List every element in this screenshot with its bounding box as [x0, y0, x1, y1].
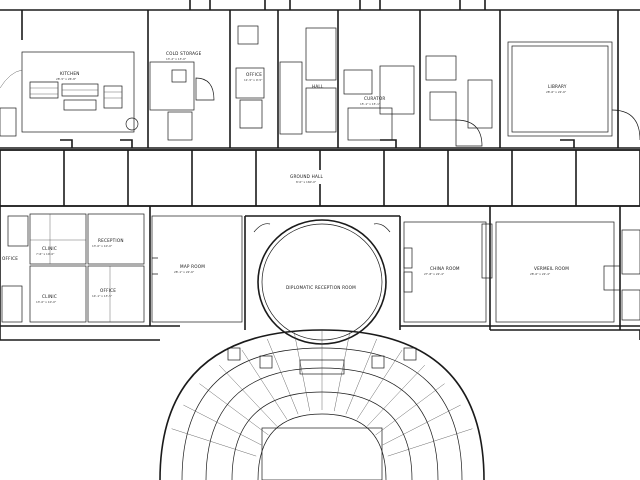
portico-spoke: [375, 383, 445, 436]
vermeil-room: VERMEIL ROOM 28'-6" x 22'-4": [481, 221, 621, 323]
cold-storage-dims: 13'-2" x 13'-0": [166, 57, 187, 61]
map-room-dims: 28'-1" x 22'-6": [174, 270, 195, 274]
curator-dims: 15'-1" x 15'-1": [360, 102, 381, 106]
reception-label: RECEPTION: [98, 238, 124, 243]
corridor-label: GROUND HALL: [290, 174, 324, 179]
portico-spoke: [171, 428, 257, 457]
office-left-label: OFFICE: [2, 256, 18, 261]
china-room: CHINA ROOM 27'-8" x 22'-4": [403, 221, 487, 323]
corridor-dims: 8'-0" x 160'-0": [296, 180, 317, 184]
hall-label: HALL: [312, 84, 324, 89]
portico-spoke: [366, 364, 425, 427]
library-dims: 28'-6" x 22'-6": [546, 90, 567, 94]
kitchen-label: KITCHEN: [60, 71, 80, 76]
ground-corridor: GROUND HALL 8'-0" x 160'-0": [0, 149, 640, 207]
clinic-top-label: CLINIC: [42, 246, 57, 251]
library: LIBRARY 28'-6" x 22'-6": [507, 41, 640, 141]
portico-spoke: [356, 349, 403, 420]
corridor-bays: [63, 150, 577, 206]
library-label: LIBRARY: [548, 84, 567, 89]
portico-spoke: [183, 404, 262, 446]
office-mid-label: OFFICE: [100, 288, 116, 293]
portico-spoke: [382, 404, 461, 446]
map-room-label: MAP ROOM: [180, 264, 205, 269]
kitchen: KITCHEN 28'-5" x 26'-8": [0, 51, 139, 137]
portico-spoke: [219, 364, 278, 427]
reception-dims: 13'-0" x 10'-0": [92, 244, 113, 248]
portico-spoke: [334, 332, 350, 412]
cold-storage: COLD STORAGE 13'-2" x 13'-0": [149, 51, 215, 141]
south-portico: [159, 329, 485, 480]
upper-wing: [0, 0, 640, 149]
diplomatic-reception-room: DIPLOMATIC RECEPTION ROOM: [253, 219, 391, 345]
lower-wing: [0, 206, 640, 341]
clinic-bottom-dims: 13'-0" x 10'-0": [36, 300, 57, 304]
china-room-label: CHINA ROOM: [430, 266, 460, 271]
office-top-label: OFFICE: [246, 72, 262, 77]
portico-spoke: [267, 338, 299, 415]
kitchen-dims: 28'-5" x 26'-8": [56, 77, 77, 81]
curator-label: CURATOR: [364, 96, 385, 101]
diplomatic-label: DIPLOMATIC RECEPTION ROOM: [286, 285, 356, 290]
left-cluster: OFFICE CLINIC 7'-6" x 10'-0" CLINIC 13'-…: [1, 213, 145, 323]
cold-storage-label: COLD STORAGE: [166, 51, 202, 56]
office-top-dims: 11'-5" x 9'-5": [244, 78, 263, 82]
portico-spoke: [345, 338, 377, 415]
portico-spoke: [199, 383, 269, 436]
vermeil-room-dims: 28'-6" x 22'-4": [530, 272, 551, 276]
curator: CURATOR 15'-1" x 15'-1": [343, 55, 493, 147]
office-mid-dims: 14'-1" x 13'-5": [92, 294, 113, 298]
office-top: OFFICE 11'-5" x 9'-5": [235, 25, 265, 129]
clinic-top-dims: 7'-6" x 10'-0": [36, 252, 55, 256]
china-room-dims: 27'-8" x 22'-4": [424, 272, 445, 276]
portico-spoke: [294, 332, 310, 412]
portico-spoke: [241, 349, 288, 420]
map-room: MAP ROOM 28'-1" x 22'-6": [151, 215, 243, 323]
portico-spoke: [387, 428, 473, 457]
right-stair: [621, 229, 640, 321]
clinic-bottom-label: CLINIC: [42, 294, 57, 299]
hall: HALL: [279, 27, 337, 135]
vermeil-room-label: VERMEIL ROOM: [534, 266, 569, 271]
portico-spokes: [171, 330, 473, 457]
